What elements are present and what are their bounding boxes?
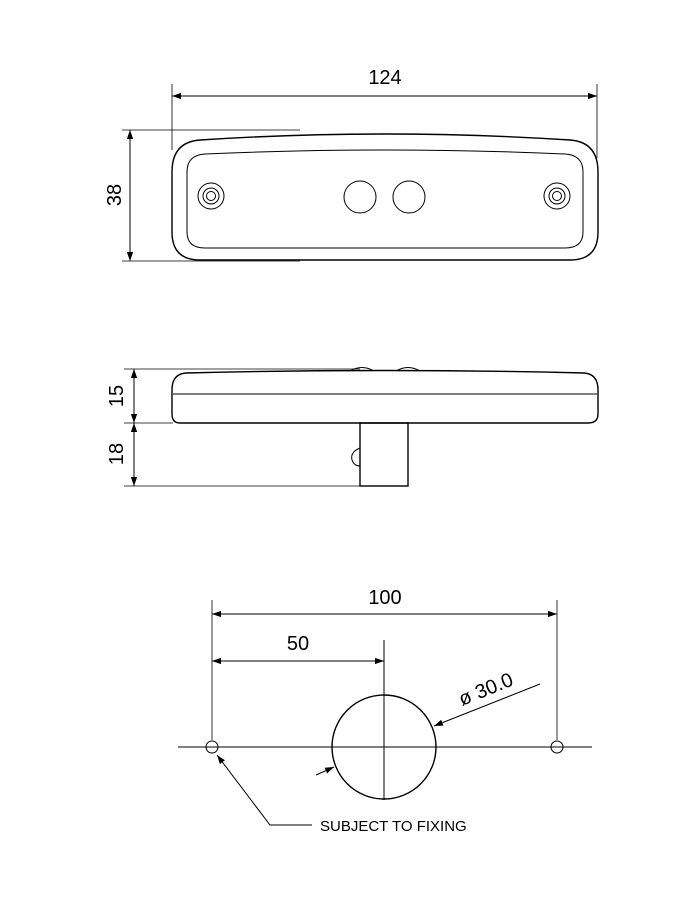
diameter-leader-tail [315, 766, 335, 776]
stem-height-dimension-label: 18 [106, 443, 128, 465]
height-dimension-label: 38 [104, 184, 126, 206]
fixing-note-leader [216, 754, 312, 826]
right-screw-hole [552, 191, 562, 201]
left-fixing-hole [205, 740, 219, 754]
left-screw-inner [202, 187, 220, 205]
width-dimension-label: 124 [368, 67, 401, 89]
left-screw-hole [206, 191, 216, 201]
led-right [392, 180, 426, 214]
fixing-note: SUBJECT TO FIXING [320, 818, 467, 835]
top-view: 124 38 [104, 67, 599, 262]
side-led-bump-left [349, 367, 375, 372]
right-screw-inner [548, 187, 566, 205]
side-view: 15 18 [106, 367, 599, 487]
side-housing-outline [171, 369, 599, 424]
right-fixing-hole [550, 740, 564, 754]
center-hole [331, 694, 437, 800]
hole-diameter-label: ø 30.0 [456, 669, 517, 711]
housing-outline [171, 133, 599, 261]
center-offset-dimension-label: 50 [287, 633, 309, 655]
diameter-leader-line [433, 683, 541, 727]
mounting-view: 100 50 ø 30.0 SUBJECT TO FIXING [178, 587, 592, 835]
right-screw-outer [543, 182, 571, 210]
left-screw-outer [197, 182, 225, 210]
mounting-stem [359, 422, 409, 487]
side-led-bump-right [395, 367, 421, 372]
led-left [343, 180, 377, 214]
hole-spacing-dimension-label: 100 [368, 587, 401, 609]
body-height-dimension-label: 15 [106, 385, 128, 407]
cable-notch [351, 447, 361, 467]
lens-outline [186, 149, 584, 249]
